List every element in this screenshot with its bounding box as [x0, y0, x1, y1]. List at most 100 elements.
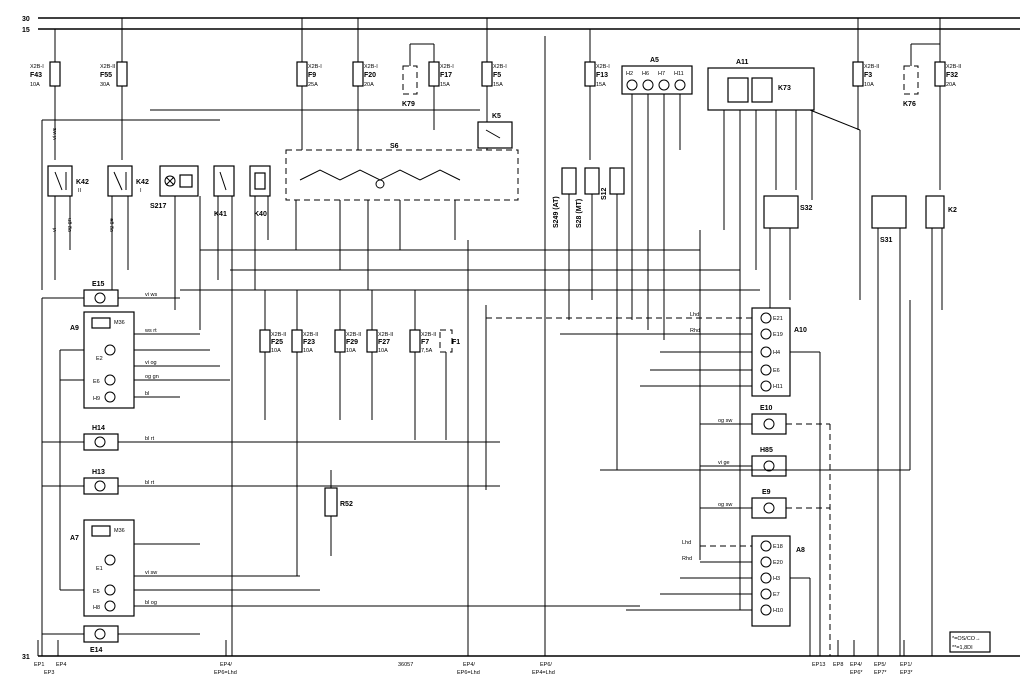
module-a5-label: A5 [650, 57, 659, 64]
bottom-e6: EP6* [850, 670, 863, 676]
switch-s32-label: S32 [800, 205, 813, 212]
bottom-ep6-right: EP6=Lhd [457, 670, 480, 676]
right-switches: S32 S31 K2 [763, 195, 957, 656]
bottom-e7: EP7* [874, 670, 887, 676]
module-e14-label: E14 [90, 647, 103, 654]
svg-text:II: II [78, 188, 82, 194]
rail-15-label: 15 [22, 27, 30, 34]
module-a11-label: A11 [736, 59, 749, 66]
misc-wires [41, 36, 911, 656]
wire-label-h85: vi ge [718, 460, 730, 466]
bottom-ep4: EP4 [56, 662, 66, 668]
diagram-number: 36057 [398, 662, 413, 668]
a7-e5: E5 [93, 589, 100, 595]
a10-e21: E21 [773, 316, 783, 322]
fuse-f55-rating: 30A [100, 82, 110, 88]
a10-h11: H11 [773, 384, 783, 390]
relay-k79-label: K79 [402, 101, 415, 108]
svg-text:X2B-II: X2B-II [271, 332, 287, 338]
wire-label-e10: og sw [718, 418, 732, 424]
fuse-f23-rating: 10A [303, 348, 313, 354]
module-a9-label: A9 [70, 325, 79, 332]
fuse-f13-id: F13 [596, 72, 608, 79]
wire-label-og-ge: og ge [109, 218, 115, 232]
bottom-ep3: EP3 [44, 670, 54, 676]
rail-31-label: 31 [22, 654, 30, 661]
module-a10-label: A10 [794, 327, 807, 334]
a5-pin-h2: H2 [626, 71, 633, 77]
wire-label-a9-bl: bl [145, 391, 149, 397]
wire-label-a7-blog: bl og [145, 600, 157, 606]
relay-k76-label: K76 [903, 101, 916, 108]
a5-pin-h11: H11 [674, 71, 684, 77]
a5-pin-h6: H6 [642, 71, 649, 77]
fuse-f17-id: F17 [440, 72, 452, 79]
wire-label-a7-visw: vi sw [145, 570, 157, 576]
fuse-f7-id: F7 [421, 339, 429, 346]
fuse-f23-id: F23 [303, 339, 315, 346]
svg-text:X2B-II: X2B-II [346, 332, 362, 338]
a8-e18: E18 [773, 544, 783, 550]
wire-label-a9-viog: vi og [145, 360, 157, 366]
fuse-f27-rating: 10A [378, 348, 388, 354]
resistor-r52-label: R52 [340, 501, 353, 508]
svg-text:I: I [140, 188, 142, 194]
fuse-f32-rating: 20A [946, 82, 956, 88]
relay-k5-label: K5 [492, 113, 501, 120]
bottom-e4: EP4/ [850, 662, 862, 668]
legend: *=OS/CO→ **=1,8DI [949, 631, 991, 653]
wire-label-h13: bl rt [145, 480, 155, 486]
a10-rhd: Rhd [690, 328, 700, 334]
a8-h10: H10 [773, 608, 783, 614]
fuse-f55-id: F55 [100, 72, 112, 79]
a8-rhd: Rhd [682, 556, 692, 562]
wire-label-e9: og sw [718, 502, 732, 508]
svg-text:X2B-II: X2B-II [303, 332, 319, 338]
bottom-ep4-right: EP4/ [463, 662, 475, 668]
power-rails: 30 15 31 [22, 16, 1020, 661]
switch-s31-label: S31 [880, 237, 893, 244]
wire-label-e15: vi ws [145, 292, 157, 298]
svg-text:X2B-I: X2B-I [30, 64, 44, 70]
fuse-f5-rating: 15A [493, 82, 503, 88]
switch-s6-label: S6 [390, 143, 399, 150]
fuse-f5-id: F5 [493, 72, 501, 79]
relay-k40-label: K40 [254, 211, 267, 218]
a10-e19: E19 [773, 332, 783, 338]
a8-module: A8 E18 E20 H3 E7 H10 Lhd Rhd [626, 535, 811, 656]
fuse-f13-rating: 15A [596, 82, 606, 88]
bottom-e5: EP5/ [874, 662, 886, 668]
wire-label-a9-oggn: og gn [145, 374, 159, 380]
fuse-f29-id: F29 [346, 339, 358, 346]
fuse-f25-rating: 10A [271, 348, 281, 354]
a8-lhd: Lhd [682, 540, 691, 546]
a9-motor: M36 [114, 320, 125, 326]
rail-30-label: 30 [22, 16, 30, 23]
fuse-f43-rating: 10A [30, 82, 40, 88]
bottom-ep4-mid: EP4/ [220, 662, 232, 668]
switch-s12-label: S12 [601, 187, 608, 200]
relay-k2-label: K2 [948, 207, 957, 214]
a10-lhd: Lhd [690, 312, 699, 318]
bottom-ep6b: EP6/ [540, 662, 552, 668]
a7-motor: M36 [114, 528, 125, 534]
fuse-f32-id: F32 [946, 72, 958, 79]
svg-text:X2B-II: X2B-II [100, 64, 116, 70]
a9-e6: E6 [93, 379, 100, 385]
a10-module: A10 E21 E19 H4 E6 H11 Lhd Rhd [486, 307, 821, 656]
svg-text:X2B-II: X2B-II [946, 64, 962, 70]
bottom-ep8: EP8 [833, 662, 843, 668]
a10-h4: H4 [773, 350, 780, 356]
a5-pin-h7: H7 [658, 71, 665, 77]
bottom-ep13: EP13 [812, 662, 825, 668]
bottom-labels: EP1 EP3 EP4 EP4/ EP6=Lhd 36057 EP4/ EP6=… [34, 662, 913, 676]
module-h85-label: H85 [760, 447, 773, 454]
fuse-f25-id: F25 [271, 339, 283, 346]
relay-k73-label: K73 [778, 85, 791, 92]
legend-line1: *=OS/CO→ [952, 636, 981, 642]
fuse-f20-rating: 20A [364, 82, 374, 88]
fuse-f20-id: F20 [364, 72, 376, 79]
ground-stubs [37, 640, 933, 656]
bottom-e3: EP3* [900, 670, 913, 676]
bottom-ep6-mid: EP6=Lhd [214, 670, 237, 676]
